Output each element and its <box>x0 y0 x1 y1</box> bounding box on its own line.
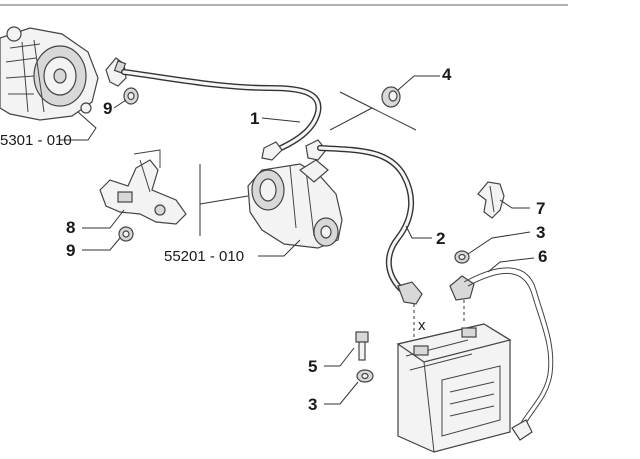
alternator-reference-label: 5301 - 010 <box>0 132 72 149</box>
battery[interactable] <box>396 323 512 453</box>
cable-6[interactable] <box>449 267 554 441</box>
callout-8: 8 <box>66 218 75 237</box>
grommet-9-upper[interactable] <box>123 87 139 105</box>
bolt-5[interactable] <box>355 331 369 361</box>
callout-4: 4 <box>442 65 452 84</box>
leader-lines <box>60 75 535 405</box>
grommet-9-lower[interactable] <box>118 226 134 242</box>
callout-9-upper: 9 <box>103 99 112 118</box>
washer-3-lower[interactable] <box>356 369 374 383</box>
callout-6: 6 <box>538 247 547 266</box>
cable-2[interactable] <box>305 139 423 305</box>
clearance-mark-label: x <box>418 317 426 334</box>
callout-9-lower: 9 <box>66 241 75 260</box>
terminal-clearance-marks: x <box>413 300 465 340</box>
alternator[interactable] <box>0 26 99 121</box>
callout-2: 2 <box>436 229 445 248</box>
callout-7: 7 <box>536 199 545 218</box>
bracket-7[interactable] <box>477 181 505 219</box>
callout-1: 1 <box>250 109 259 128</box>
cable-1[interactable] <box>121 69 322 161</box>
starter-motor[interactable] <box>247 159 343 249</box>
callout-3-upper: 3 <box>536 223 545 242</box>
grommet-4[interactable] <box>381 86 401 108</box>
callout-3-lower: 3 <box>308 395 317 414</box>
starter-reference-label: 55201 - 010 <box>164 248 244 265</box>
bracket-8[interactable] <box>99 149 187 225</box>
callout-5: 5 <box>308 357 317 376</box>
washer-3-upper[interactable] <box>454 250 470 264</box>
